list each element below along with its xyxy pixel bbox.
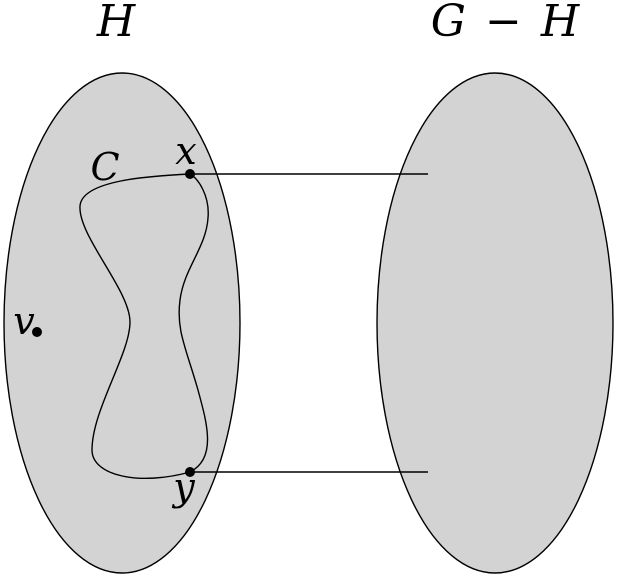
set-h-label-part: H xyxy=(540,0,581,47)
vertex-x-label: x xyxy=(175,129,196,173)
set-g-label-part: G xyxy=(431,0,466,47)
set-minus-operator: − xyxy=(485,0,522,47)
set-g-minus-h-region xyxy=(376,72,614,574)
set-h-region xyxy=(3,72,241,574)
vertex-x xyxy=(185,169,195,179)
cycle-c xyxy=(79,173,209,479)
vertex-y-label: y xyxy=(171,465,195,509)
cycle-c-label: C xyxy=(90,145,119,189)
vertex-v xyxy=(32,327,42,337)
set-h-label: H xyxy=(96,0,137,47)
vertex-y xyxy=(185,467,195,477)
set-g-minus-h-label: G − H xyxy=(431,0,581,47)
vertex-v-label: v xyxy=(13,299,35,343)
